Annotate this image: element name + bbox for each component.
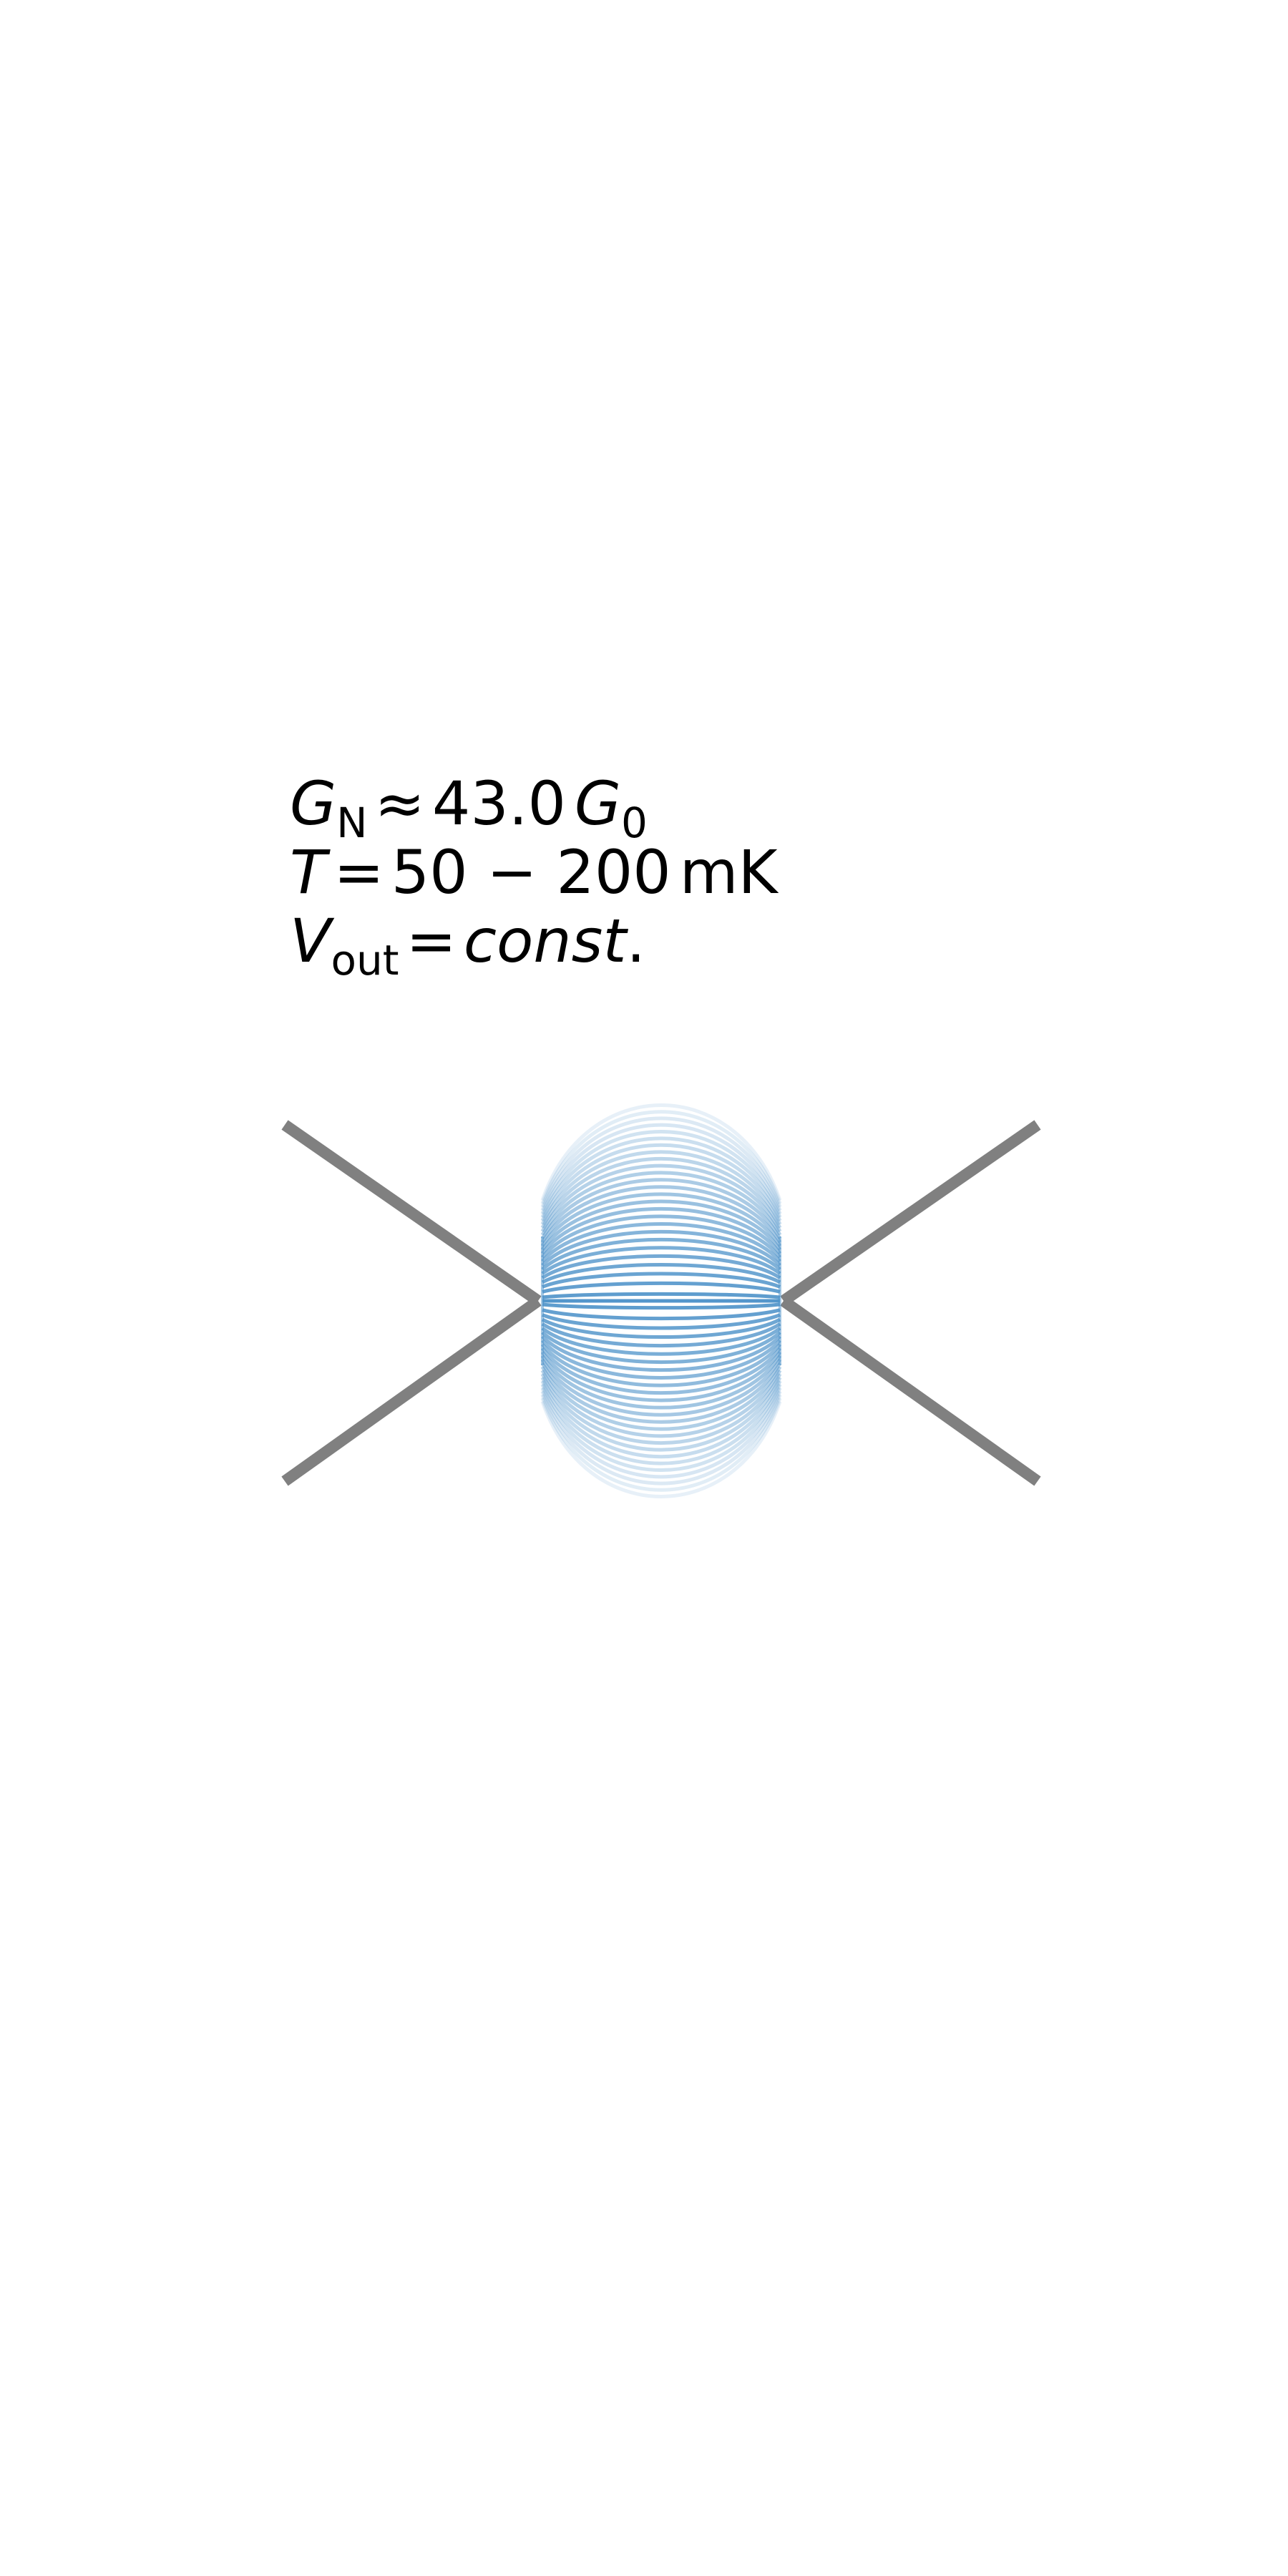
fringe-curve: [541, 1263, 781, 1284]
temperature-symbol: T: [290, 837, 327, 907]
equals-operator: =: [333, 837, 384, 907]
fringe-curve: [540, 1185, 782, 1244]
fringe-curve: [540, 1387, 782, 1473]
fringe-curve: [540, 1143, 782, 1222]
fringe-curve: [541, 1246, 781, 1275]
fringe-curve: [540, 1383, 782, 1465]
voltage-period: .: [626, 906, 646, 976]
fringe-curve: [540, 1123, 782, 1211]
fringe-curve: [541, 1339, 781, 1380]
fringe-curve: [540, 1129, 782, 1215]
fringe-curve: [542, 1292, 781, 1299]
fringe-curve: [540, 1390, 782, 1479]
fringe-curve: [540, 1178, 782, 1240]
fringe-curve: [540, 1110, 782, 1204]
conductance-quantum-subscript: 0: [621, 799, 648, 847]
fringe-curve: [541, 1254, 781, 1279]
fringe-curve: [540, 1136, 782, 1219]
fringe-curve: [541, 1335, 781, 1372]
temperature-unit: mK: [679, 837, 778, 907]
fringe-curve: [540, 1347, 782, 1395]
fringe-curve: [540, 1150, 782, 1225]
fringe-curve: [540, 1199, 782, 1251]
fringe-curve: [540, 1351, 782, 1402]
voltage-value: const: [463, 906, 627, 976]
temperature-range: 50 − 200: [391, 837, 671, 907]
right-electrode: [780, 1120, 1041, 1486]
fringe-curve: [540, 1192, 782, 1247]
fringe-curve: [542, 1302, 781, 1310]
fringe-curve: [540, 1380, 782, 1458]
fringe-curve: [540, 1207, 782, 1255]
conductance-symbol: G: [290, 769, 337, 839]
conductance-quantum-symbol: G: [574, 769, 621, 839]
voltage-symbol: V: [290, 906, 331, 976]
approx-operator: ≈: [374, 769, 425, 839]
fringe-curve: [540, 1362, 782, 1424]
fringe-curve: [541, 1214, 781, 1259]
fringe-curve: [542, 1313, 781, 1330]
fringe-curve: [540, 1171, 782, 1236]
fringe-curve: [541, 1317, 781, 1339]
fringe-curve: [540, 1157, 782, 1229]
fringe-curve: [541, 1237, 781, 1271]
fringe-curve: [541, 1222, 781, 1263]
fringe-curve: [540, 1103, 782, 1201]
fringe-curve: [541, 1343, 781, 1387]
fringe-curve: [540, 1394, 782, 1485]
fringe-curve: [541, 1229, 781, 1267]
fringe-curve: [542, 1308, 781, 1321]
equals-operator: =: [406, 906, 457, 976]
fringe-curve: [540, 1358, 782, 1417]
fringe-curve: [541, 1327, 781, 1356]
conductance-fringes: [540, 1103, 782, 1498]
fringe-curve: [541, 1322, 781, 1348]
fringe-curve: [541, 1331, 781, 1365]
conductance-value: 43.0: [431, 769, 566, 839]
fringe-curve: [542, 1272, 781, 1289]
fringe-curve: [540, 1400, 782, 1498]
fringe-curve: [540, 1163, 782, 1232]
fringe-curve: [540, 1365, 782, 1431]
fringe-curve: [540, 1370, 782, 1438]
fringe-curve: [542, 1281, 781, 1294]
left-electrode: [281, 1120, 542, 1486]
fringe-curve: [540, 1377, 782, 1452]
fringe-curve: [540, 1116, 782, 1208]
fringe-curve: [540, 1373, 782, 1445]
fringe-curve: [540, 1397, 782, 1492]
conductance-subscript: N: [336, 799, 368, 847]
voltage-line: Vout=const.: [290, 906, 778, 981]
voltage-subscript: out: [331, 936, 399, 985]
fringe-curve: [540, 1355, 782, 1410]
